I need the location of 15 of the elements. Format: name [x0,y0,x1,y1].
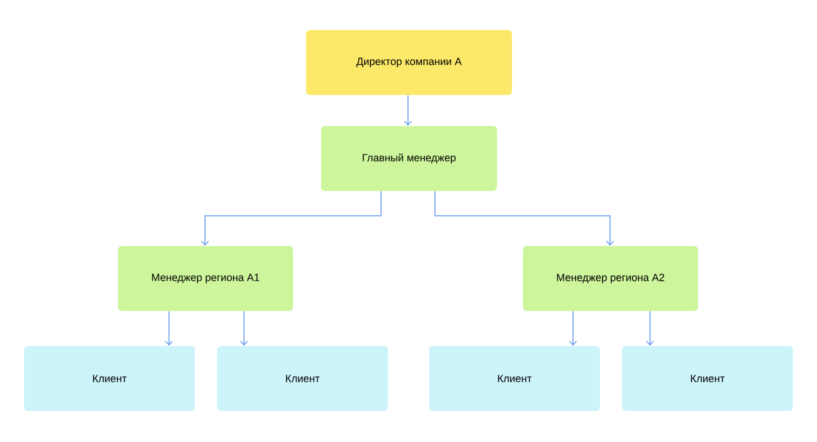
arrow [165,310,173,346]
region-box: Менеджер региона А1 [118,246,293,311]
arrow [646,310,654,346]
region-box: Менеджер региона А2 [523,246,698,311]
arrow [201,190,382,246]
client-box: Клиент [622,346,793,411]
client-box: Клиент [429,346,600,411]
arrow [404,94,412,126]
arrow [434,190,614,246]
client-box: Клиент [24,346,195,411]
director-box: Директор компании А [306,30,512,95]
arrow [569,310,577,346]
client-box: Клиент [217,346,388,411]
manager-box: Главный менеджер [321,126,497,191]
arrow [240,310,248,346]
